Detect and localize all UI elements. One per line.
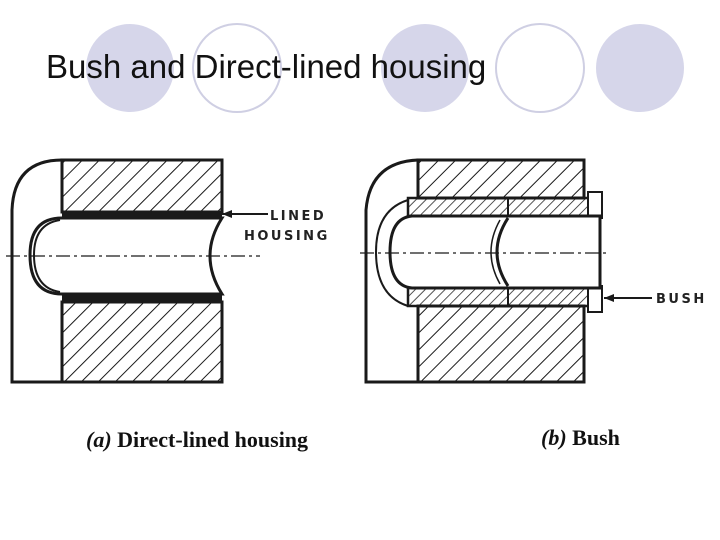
lined-arrowhead <box>222 210 232 218</box>
shaft-b <box>388 214 602 290</box>
direct-lined-housing-figure: LINED HOUSING <box>6 158 330 384</box>
bush-callout: BUSH <box>656 292 707 307</box>
shaft-step-inner-b <box>490 219 501 285</box>
bearing-diagram: LINED HOUSING BUSH <box>6 158 707 384</box>
bush-sleeve-bottom <box>406 286 602 308</box>
lined-callout-line2: HOUSING <box>244 229 330 244</box>
decor-circle-5 <box>596 24 684 112</box>
bush-arrowhead <box>604 294 614 302</box>
caption-b: (b) Bush <box>541 425 620 451</box>
shaft-end-inner-b <box>374 199 409 307</box>
bush-flange-top <box>587 191 603 219</box>
decor-circle-3 <box>381 24 469 112</box>
bush-flange-bottom <box>587 285 603 313</box>
decor-circle-4 <box>495 23 585 113</box>
slide-title: Bush and Direct-lined housing <box>46 48 487 85</box>
lining-bottom <box>62 294 222 302</box>
shaft-end-inner-a <box>32 219 61 293</box>
bush-sleeve-top <box>406 196 602 218</box>
lined-callout-line1: LINED <box>270 209 326 224</box>
decor-circle-1 <box>86 24 174 112</box>
header-circles <box>86 23 684 113</box>
lining-top <box>62 212 222 218</box>
decor-circle-2 <box>192 23 282 113</box>
caption-b-tag: (b) <box>541 425 567 450</box>
shaft-end-a <box>10 158 63 384</box>
caption-b-text: Bush <box>572 425 620 450</box>
bush-figure: BUSH <box>360 158 707 384</box>
shaft-end-b <box>364 158 419 384</box>
housing-top-block <box>60 158 224 214</box>
housing-bottom-block <box>60 300 224 384</box>
caption-a-text: Direct-lined housing <box>117 427 309 452</box>
caption-a: (a) Direct-lined housing <box>86 427 308 453</box>
bush-housing-top <box>416 158 586 200</box>
shaft-step-b <box>495 217 510 287</box>
caption-a-tag: (a) <box>86 427 112 452</box>
bush-housing-bottom <box>416 304 586 384</box>
